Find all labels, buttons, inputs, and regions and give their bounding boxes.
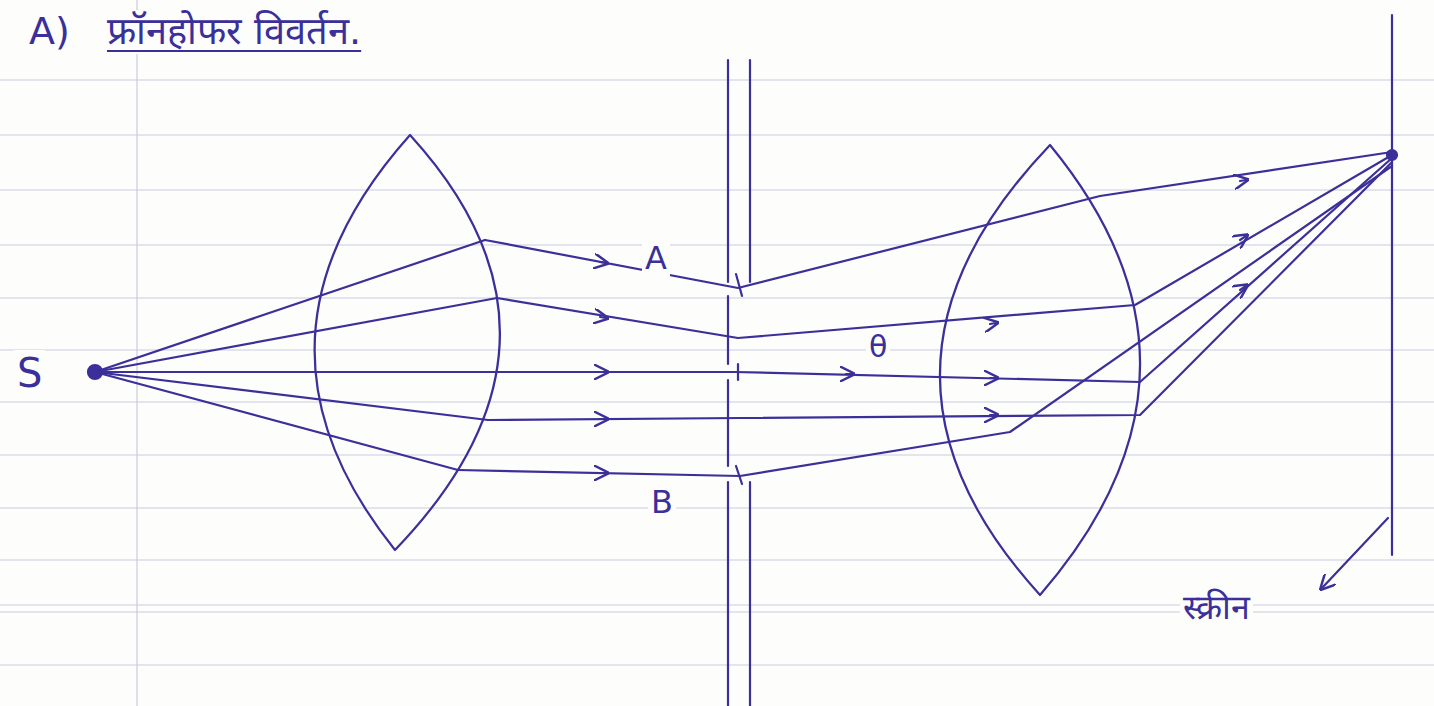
section-marker: A) <box>26 10 73 54</box>
convex-lens <box>315 135 500 550</box>
leader-line <box>1322 518 1388 588</box>
screen <box>1391 15 1393 555</box>
heading: फ्रॉनहोफर विवर्तन. <box>104 10 364 54</box>
light-rays <box>95 152 1392 476</box>
slit-edge-label: B <box>648 484 676 521</box>
source-label: S <box>14 350 45 396</box>
slit-barrier <box>728 60 750 706</box>
angle-label: θ <box>866 330 890 365</box>
convex-lens <box>940 145 1140 595</box>
screen-label: स्क्रीन <box>1180 588 1253 627</box>
slit-edge-label: A <box>642 240 670 277</box>
